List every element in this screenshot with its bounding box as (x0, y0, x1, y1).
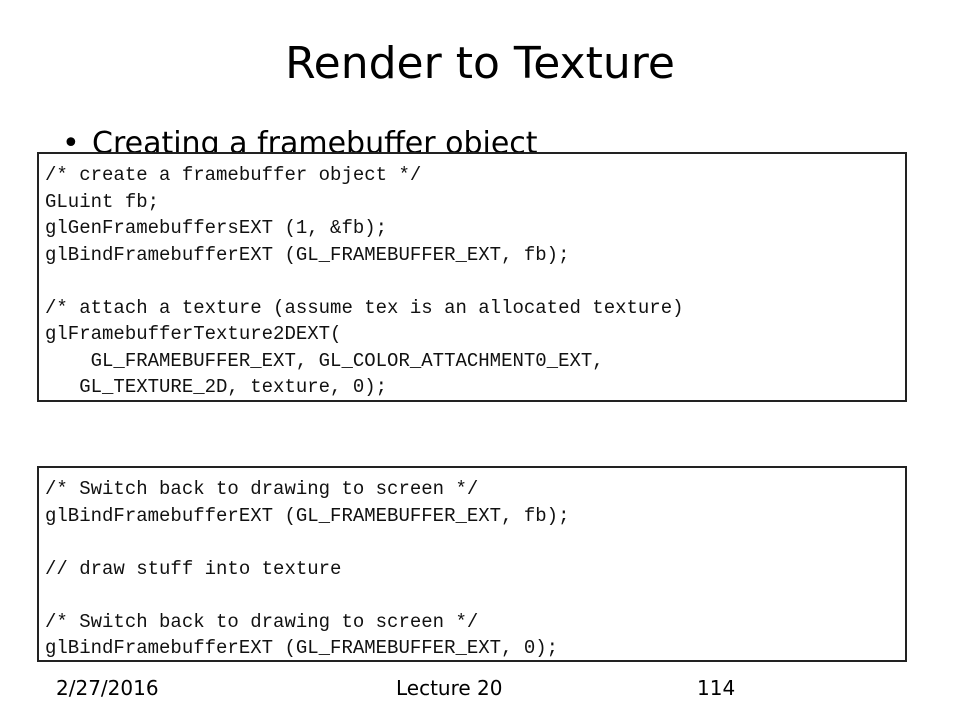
code-line: glFramebufferTexture2DEXT( (45, 323, 342, 345)
code-line: glBindFramebufferEXT (GL_FRAMEBUFFER_EXT… (45, 637, 559, 659)
code-line: GLuint fb; (45, 190, 160, 213)
code-line: /* Switch back to drawing to screen */ (45, 610, 479, 633)
code-line: /* create a framebuffer object */ (45, 164, 422, 186)
code-block-bind-framebuffer: /* Switch back to drawing to screen */ g… (37, 466, 907, 662)
code-line (45, 582, 905, 609)
code-line: glBindFramebufferEXT (GL_FRAMEBUFFER_EXT… (45, 504, 570, 527)
footer-page-number: 114 (697, 676, 736, 700)
code-line: GL_TEXTURE_2D, texture, 0); (45, 376, 388, 398)
code-line: glBindFramebufferEXT (GL_FRAMEBUFFER_EXT… (45, 243, 570, 266)
bullet-marker: • (62, 126, 80, 152)
code-line (45, 268, 905, 295)
code-block-create-framebuffer: /* create a framebuffer object */ GLuint… (37, 152, 907, 402)
slide-title: Render to Texture (285, 38, 675, 89)
code-line: GL_FRAMEBUFFER_EXT, GL_COLOR_ATTACHMENT0… (45, 349, 604, 372)
code-line: /* Switch back to drawing to screen */ (45, 478, 479, 500)
code-line: glGenFramebuffersEXT (1, &fb); (45, 217, 388, 239)
bullet-item: • Creating a framebuffer object (62, 122, 538, 152)
footer-lecture: Lecture 20 (396, 676, 503, 700)
bullet-text: Creating a framebuffer object (92, 126, 538, 152)
code-line (45, 529, 905, 556)
footer-date: 2/27/2016 (56, 676, 159, 700)
code-line: /* attach a texture (assume tex is an al… (45, 296, 684, 319)
code-line: // draw stuff into texture (45, 557, 342, 580)
